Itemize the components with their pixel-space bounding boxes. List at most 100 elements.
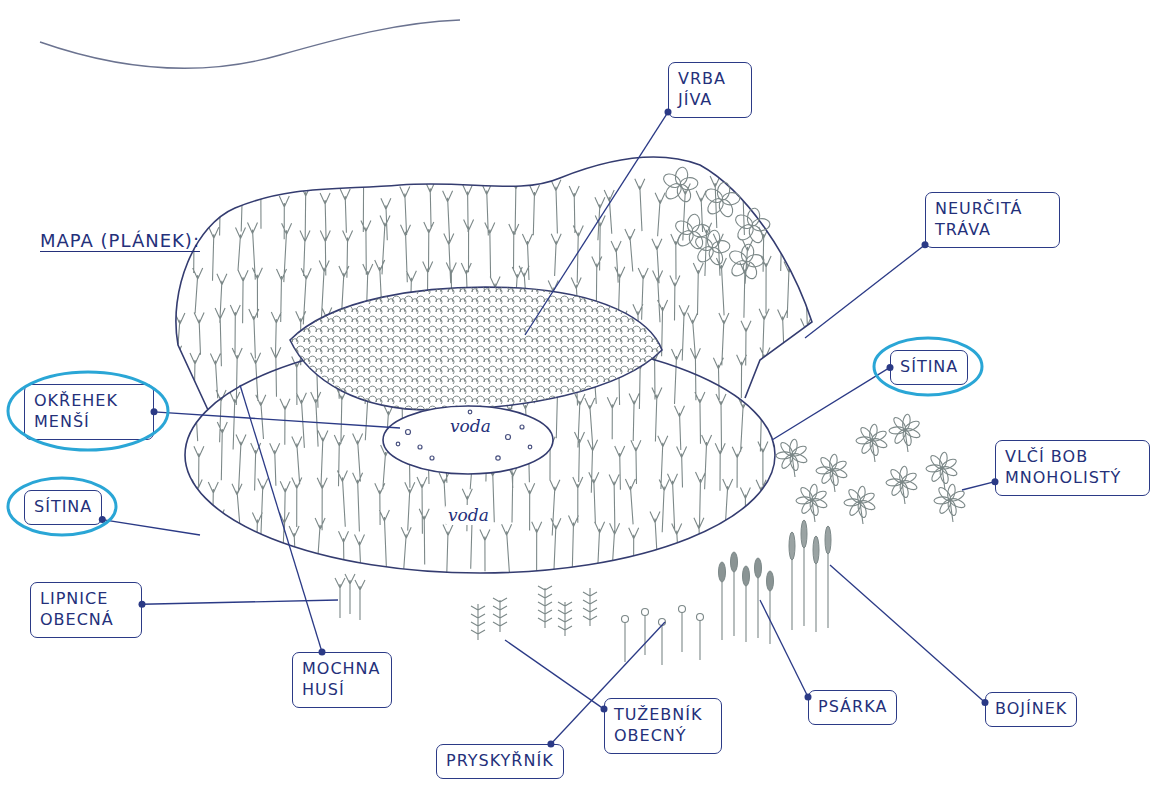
stem xyxy=(872,440,875,462)
plant-name: VRBA JÍVA xyxy=(678,69,742,111)
plant-name: TUŽEBNÍK OBECNÝ xyxy=(614,705,712,747)
area-label: voda xyxy=(445,505,492,525)
foxtail-spike xyxy=(743,566,750,586)
leader-dot xyxy=(139,601,146,608)
plant-label-box: MOCHNA HUSÍ xyxy=(292,652,392,708)
timothy-stem xyxy=(827,552,828,628)
leader-line xyxy=(551,622,665,744)
leader-line xyxy=(830,565,985,702)
buttercup-stem xyxy=(644,615,645,655)
leaf-cluster xyxy=(733,207,770,245)
plant-label-box: SÍTINA xyxy=(890,350,968,385)
willow-scribble xyxy=(285,286,670,414)
leaf-cluster xyxy=(693,229,730,267)
timothy-spike xyxy=(801,520,807,548)
plant-name: LIPNICE OBECNÁ xyxy=(40,589,132,631)
meadowsweet-sprig xyxy=(558,602,572,636)
plant-name: SÍTINA xyxy=(34,497,92,518)
leaf-cluster xyxy=(673,213,710,251)
stem xyxy=(905,430,908,452)
grass-strokes xyxy=(163,174,815,577)
leader-line xyxy=(102,520,200,535)
plant-name: BOJÍNEK xyxy=(995,699,1067,720)
leaf-cluster xyxy=(856,424,888,457)
leader-line xyxy=(760,600,808,697)
leader-line xyxy=(962,482,995,490)
leaf-cluster xyxy=(889,414,921,447)
foxtail-spike xyxy=(755,558,762,578)
highlight-ellipse xyxy=(874,338,982,395)
foxtail-spike xyxy=(719,562,726,582)
leader-dot xyxy=(99,516,106,523)
buttercup-stem xyxy=(681,612,682,652)
leaf-cluster xyxy=(844,486,876,519)
timothy-stem xyxy=(803,546,804,626)
timothy-spike xyxy=(825,526,831,554)
buttercup-flower xyxy=(697,614,704,621)
stem xyxy=(902,482,905,504)
plant-label-box: OKŘEHEK MENŠÍ xyxy=(24,384,154,440)
buttercup-flower xyxy=(642,609,649,616)
buttercup-flower xyxy=(679,606,686,613)
plant-label-box: LIPNICE OBECNÁ xyxy=(30,582,142,638)
willow-crowns xyxy=(285,286,670,414)
foxtail-stem xyxy=(733,570,734,636)
buttercup-flower xyxy=(622,616,629,623)
leaf-cluster xyxy=(816,454,848,487)
highlight-ellipse xyxy=(5,369,171,453)
leader-line xyxy=(525,112,668,335)
plant-label-box: SÍTINA xyxy=(24,490,102,525)
leader-line xyxy=(142,600,338,604)
leader-line xyxy=(772,367,890,440)
leaf-cluster xyxy=(886,466,918,499)
meadow-grass xyxy=(335,574,365,620)
plant-label-box: TUŽEBNÍK OBECNÝ xyxy=(604,698,722,754)
leader-line xyxy=(240,385,322,652)
foxtail-stem xyxy=(721,580,722,640)
stem xyxy=(950,500,953,522)
plant-name: VLČÍ BOB MNOHOLISTÝ xyxy=(1005,447,1140,489)
plant-label-box: BOJÍNEK xyxy=(985,692,1077,727)
foxtail-stem xyxy=(757,576,758,638)
timothy-spike xyxy=(789,532,795,560)
buttercup-stem xyxy=(661,625,662,665)
map-title: MAPA (PLÁNEK): xyxy=(40,230,200,251)
leaf-cluster xyxy=(727,243,764,281)
duckweed-dots xyxy=(396,410,532,460)
area-label: voda xyxy=(447,416,494,436)
plant-name: MOCHNA HUSÍ xyxy=(302,659,382,701)
plant-label-box: PRYSKYŘNÍK xyxy=(436,744,564,779)
leader-line xyxy=(154,412,400,428)
plant-name: NEURČITÁ TRÁVA xyxy=(935,199,1050,241)
timothy-stem xyxy=(815,562,816,632)
leaf-cluster xyxy=(796,484,828,517)
plant-name: OKŘEHEK MENŠÍ xyxy=(34,391,144,433)
plant-label-box: VRBA JÍVA xyxy=(668,62,752,118)
foxtail-stem xyxy=(769,589,770,644)
plant-label-box: PSÁRKA xyxy=(808,690,897,725)
leaf-cluster xyxy=(776,439,808,472)
plant-drawings xyxy=(335,166,966,665)
foxtail-spike xyxy=(731,552,738,572)
timothy-stem xyxy=(791,558,792,630)
leaf-cluster xyxy=(661,166,698,204)
pen-stroke xyxy=(40,20,460,68)
highlight-ellipse xyxy=(8,372,168,450)
meadowsweet-sprig xyxy=(538,586,552,628)
stem xyxy=(832,470,835,492)
stem xyxy=(942,468,945,490)
stem xyxy=(792,455,795,477)
plant-name: SÍTINA xyxy=(900,357,958,378)
meadowsweet-sprig xyxy=(471,604,485,640)
plant-label-box: NEURČITÁ TRÁVA xyxy=(925,192,1060,248)
stem xyxy=(860,502,863,524)
meadowsweet-sprig xyxy=(493,598,507,632)
stem xyxy=(812,500,815,522)
plant-name: PRYSKYŘNÍK xyxy=(446,751,554,772)
timothy-spike xyxy=(813,536,819,564)
highlight-ellipse xyxy=(8,478,116,535)
buttercup-stem xyxy=(624,622,625,662)
water-pond xyxy=(383,406,553,474)
